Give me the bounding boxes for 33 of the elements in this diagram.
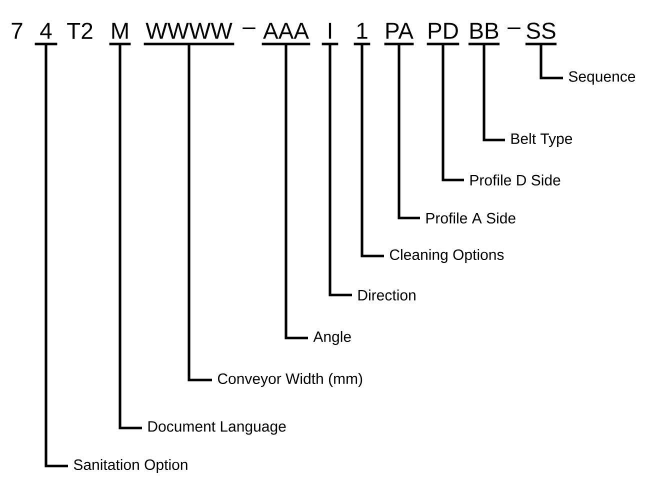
- leader-line: [360, 44, 384, 258]
- code-segment: BB: [468, 22, 500, 46]
- field-description: Sequence: [568, 71, 636, 85]
- code-segment: 1: [354, 22, 370, 46]
- leader-line: [284, 44, 308, 340]
- code-segment: PD: [426, 22, 460, 46]
- code-segment: 4: [34, 22, 58, 46]
- field-description: Cleaning Options: [390, 249, 504, 263]
- leader-line: [442, 44, 464, 182]
- code-segment: PA: [384, 22, 414, 46]
- code-character: –: [508, 28, 520, 30]
- field-description: Conveyor Width (mm): [218, 373, 362, 387]
- field-description: Sanitation Option: [74, 459, 188, 473]
- leader-line: [118, 44, 142, 430]
- code-segment: WWWW: [144, 22, 234, 46]
- code-character: T2: [67, 22, 92, 39]
- leader-line: [328, 44, 352, 296]
- leader-line: [398, 44, 420, 220]
- field-description: Document Language: [148, 421, 286, 435]
- leader-line: [44, 44, 68, 468]
- field-description: Profile A Side: [426, 212, 516, 224]
- code-segment: I: [322, 22, 338, 46]
- leader-line: [540, 44, 563, 80]
- field-description: Profile D Side: [470, 174, 560, 186]
- field-description: Direction: [358, 290, 416, 300]
- code-segment: AAA: [262, 22, 310, 46]
- code-character: –: [242, 28, 256, 30]
- leader-line: [482, 44, 505, 142]
- code-segment: M: [109, 22, 131, 46]
- code-segment: SS: [525, 22, 557, 46]
- field-description: Angle: [313, 331, 351, 345]
- leader-line: [188, 44, 212, 382]
- field-description: Belt Type: [511, 133, 572, 147]
